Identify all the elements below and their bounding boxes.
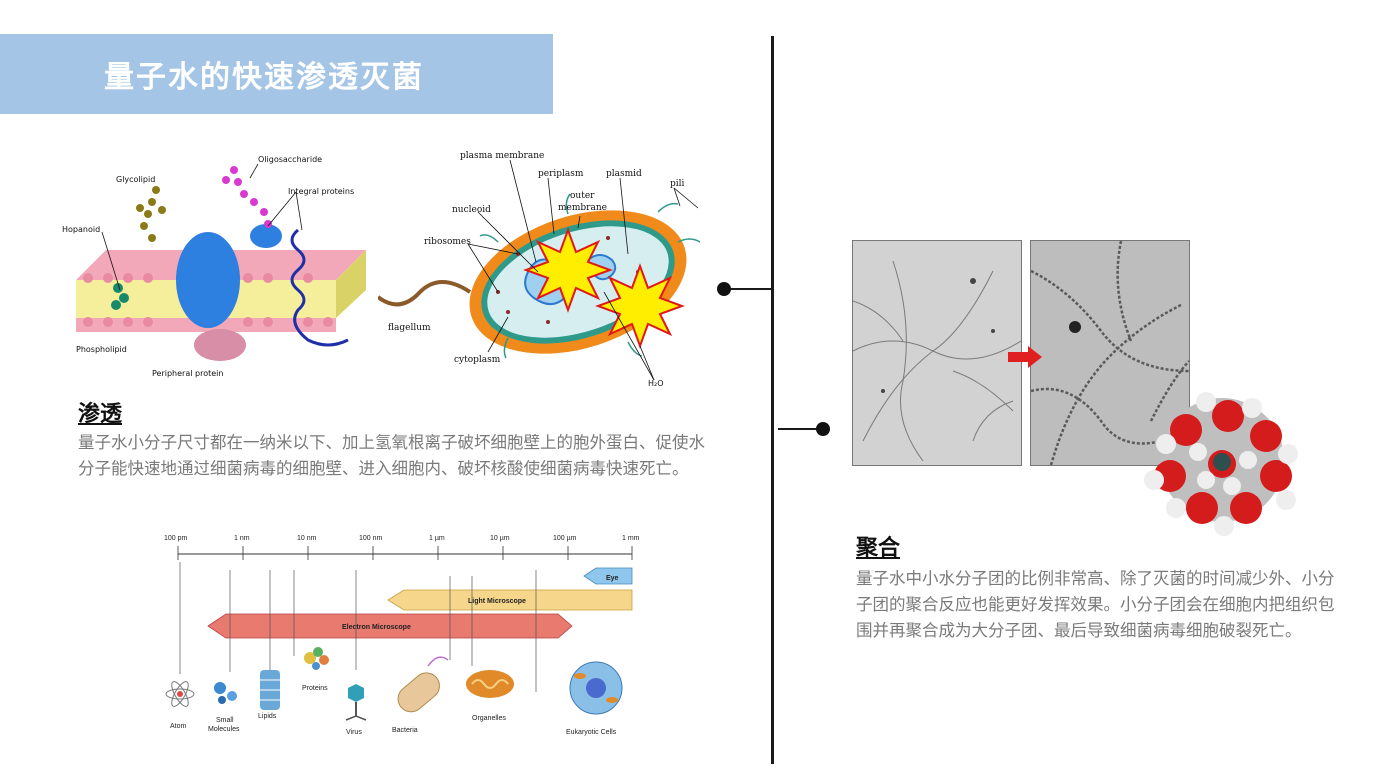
tick-label-10nm: 10 nm [297,535,317,542]
oligosaccharide-label: Oligosaccharide [258,155,322,164]
phospholipid-label: Phospholipid [76,345,127,354]
cell-membrane-figure: Glycolipid Oligosaccharide Integral prot… [62,155,366,378]
eukaryotic-cells-label: Eukaryotic Cells [566,729,617,736]
connector-dot-bottom [816,422,830,436]
outer-membrane-label-line1: outer [570,191,595,201]
eukaryotic-cells-icon [569,661,623,715]
page-title: 量子水的快速渗透灭菌 [104,60,424,95]
virus-icon [345,684,367,721]
micrograph-before [852,240,1022,466]
h2o-label: H₂O [648,379,664,388]
hopanoid-label: Hopanoid [62,225,100,234]
small-molecules-label-line1: Small [216,717,234,724]
outer-membrane-label-line2: membrane [558,203,607,213]
micrograph-after [1030,240,1190,466]
bacteria-icon [397,656,449,713]
plasmid-label: plasmid [606,169,642,179]
connector-line-top [724,288,772,290]
aggregation-heading: 聚合 [856,536,901,561]
organelles-label: Organelles [472,715,506,722]
pili-label: pili [670,179,685,189]
proteins-icon [304,647,329,670]
water-cluster-icon [1144,392,1298,536]
glycolipid-label: Glycolipid [116,175,155,184]
cytoplasm-label: cytoplasm [454,355,501,365]
proteins-label: Proteins [302,685,328,692]
peripheral-protein-label: Peripheral protein [152,369,223,378]
osmosis-heading: 渗透 [78,402,123,427]
tick-label-10um: 10 µm [490,535,510,542]
tick-label-1nm: 1 nm [234,535,250,542]
title-banner: 量子水的快速渗透灭菌 [0,34,553,114]
small-molecules-label-line2: Molecules [208,726,240,733]
integral-proteins-label: Integral proteins [288,187,354,196]
vertical-divider [771,36,774,764]
lipids-icon [260,670,280,710]
atom-icon [165,681,195,707]
virus-label: Virus [346,729,362,736]
periplasm-label: periplasm [538,169,584,179]
bacteria-label: Bacteria [392,727,418,734]
small-molecules-icon [214,682,237,704]
flagellum-label: flagellum [388,323,431,333]
electron-microscope-bar-label: Electron Microscope [342,624,411,631]
tick-label-100pm: 100 pm [164,535,188,542]
lipids-label: Lipids [258,713,277,720]
tick-label-1um: 1 µm [429,535,445,542]
light-microscope-bar-label: Light Microscope [468,598,526,605]
organelles-icon [466,670,514,698]
nucleoid-label: nucleoid [452,205,491,215]
tick-label-1mm: 1 mm [622,535,640,542]
plasma-membrane-label: plasma membrane [460,151,544,161]
ribosomes-label: ribosomes [424,237,471,247]
red-arrow-icon [1008,346,1042,368]
atom-label: Atom [170,723,187,730]
tick-label-100nm: 100 nm [359,535,383,542]
eye-bar-label: Eye [606,575,619,582]
osmosis-body: 量子水小分子尺寸都在一纳米以下、加上氢氧根离子破坏细胞壁上的胞外蛋白、促使水分子… [78,433,705,478]
tick-label-100um: 100 µm [553,535,577,542]
connector-line-bottom [778,428,823,430]
size-scale-figure: 100 pm 1 nm 10 nm 100 nm 1 µm 10 µm 100 … [164,535,640,736]
connector-dot-top [717,282,731,296]
aggregation-body: 量子水中小水分子团的比例非常高、除了灭菌的时间减少外、小分子团的聚合反应也能更好… [856,569,1335,640]
bacterium-figure: plasma membrane periplasm plasmid pili o… [378,151,701,388]
